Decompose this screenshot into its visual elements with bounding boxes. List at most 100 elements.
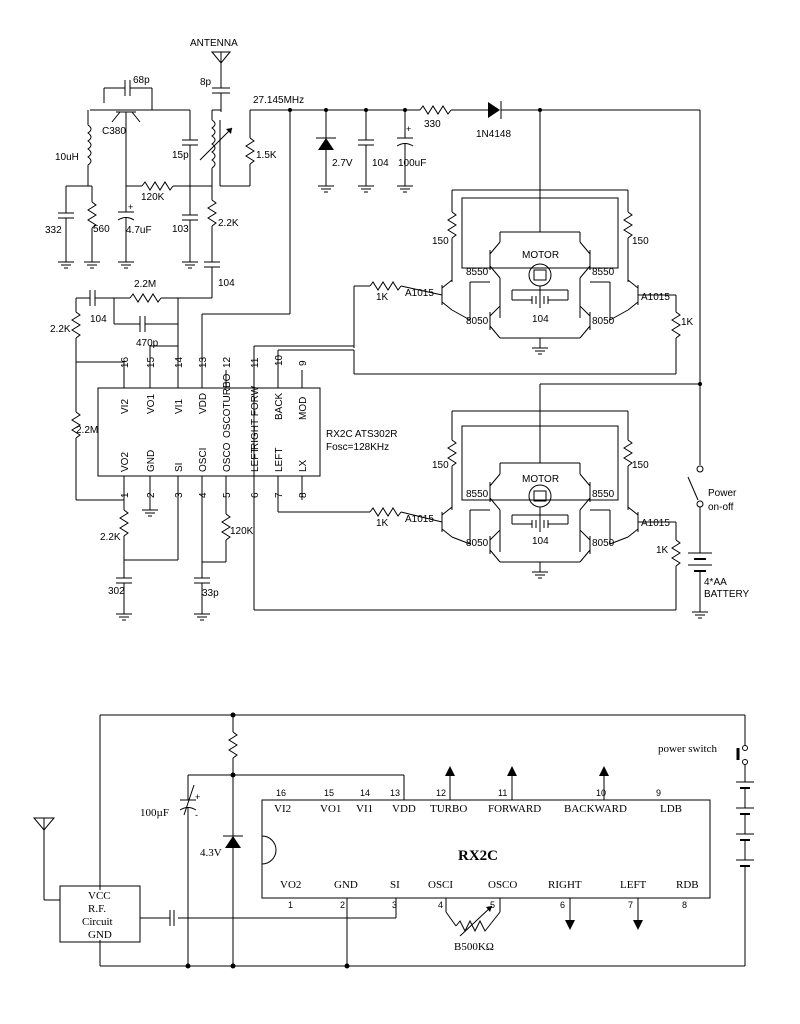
svg-text:VI2: VI2 bbox=[274, 803, 291, 815]
inductor-label: 10uH bbox=[55, 152, 79, 163]
svg-text:RDB: RDB bbox=[676, 879, 699, 891]
svg-text:14: 14 bbox=[174, 356, 185, 368]
bottom-power-switch[interactable]: power switch bbox=[658, 743, 748, 765]
cap-332-label: 332 bbox=[45, 225, 62, 236]
svg-text:TURBO: TURBO bbox=[430, 803, 467, 815]
bridge1-q-tl-label: 8550 bbox=[466, 267, 489, 278]
bridge2-drv-right-label: A1015 bbox=[641, 518, 670, 529]
bridge2-r-right-label: 150 bbox=[632, 460, 649, 471]
cap-33p-label: 33p bbox=[202, 588, 219, 599]
power-switch-label-2: on-off bbox=[708, 502, 734, 513]
ic-bot-pin-3: SI bbox=[174, 463, 185, 472]
ic-bot-pin-8: LX bbox=[298, 459, 309, 472]
transistor-label: C380 bbox=[102, 126, 126, 137]
svg-text:2: 2 bbox=[340, 900, 345, 910]
svg-text:SI: SI bbox=[390, 879, 400, 891]
svg-text:LDB: LDB bbox=[660, 803, 682, 815]
res-2-2k-a-label: 2.2K bbox=[218, 218, 239, 229]
cap-104-b-label: 104 bbox=[90, 314, 107, 325]
svg-text:VDD: VDD bbox=[392, 803, 416, 815]
ic-top-pin-lines bbox=[123, 368, 303, 388]
svg-text:OSCO: OSCO bbox=[488, 879, 517, 891]
ic-top-pin-9: MOD bbox=[298, 397, 309, 420]
bridge2-r-left-label: 150 bbox=[432, 460, 449, 471]
svg-text:VI1: VI1 bbox=[356, 803, 373, 815]
ic-top-pin-numbers: 16 15 14 13 12 11 10 9 bbox=[120, 354, 309, 368]
bridge1-drv-left-label: A1015 bbox=[405, 288, 434, 299]
res-2-2m-b-label: 2.2M bbox=[76, 425, 98, 436]
ic-bot-pin-1: VO2 bbox=[120, 452, 131, 472]
chip-bottom-pin-names: VO2 GND SI OSCI OSCO RIGHT LEFT RDB bbox=[280, 879, 699, 891]
svg-text:13: 13 bbox=[198, 356, 209, 368]
svg-text:+: + bbox=[195, 792, 200, 802]
svg-text:13: 13 bbox=[390, 788, 400, 798]
bridge2-rin-left-label: 1K bbox=[376, 518, 389, 529]
bridge1-rin-right-label: 1K bbox=[681, 317, 694, 328]
svg-text:-: - bbox=[195, 810, 198, 820]
rx2c-chip bbox=[261, 799, 711, 899]
svg-text:RIGHT: RIGHT bbox=[548, 879, 582, 891]
battery-label: 4*AA bbox=[704, 577, 727, 588]
bridge1-motor-label: MOTOR bbox=[522, 250, 559, 261]
output-arrows bbox=[445, 766, 643, 930]
battery: 4*AA BATTERY bbox=[688, 507, 750, 619]
antenna-label: ANTENNA bbox=[190, 38, 238, 49]
res-2-2k-b-label: 2.2K bbox=[50, 324, 71, 335]
ic-bottom-pin-numbers: 1 2 3 4 5 6 7 8 bbox=[120, 492, 309, 498]
bridge2-q-tl-label: 8550 bbox=[466, 489, 489, 500]
cap-15p-label: 15p bbox=[172, 150, 189, 161]
svg-text:16: 16 bbox=[120, 356, 131, 368]
svg-text:11: 11 bbox=[250, 357, 261, 368]
ic-top-pin-12: OSCOTURBO bbox=[222, 373, 233, 438]
svg-text:12: 12 bbox=[222, 356, 233, 368]
svg-text:8: 8 bbox=[298, 492, 309, 498]
res-2-2m-a-label: 2.2M bbox=[134, 279, 156, 290]
bridge1-q-bl-label: 8050 bbox=[466, 316, 489, 327]
svg-text:1: 1 bbox=[288, 900, 293, 910]
svg-text:12: 12 bbox=[436, 788, 446, 798]
h-bridge-2: 150 150 8550 8550 MOTOR bbox=[278, 382, 702, 610]
svg-text:6: 6 bbox=[250, 492, 261, 498]
bridge1-q-br-label: 8050 bbox=[592, 316, 615, 327]
pot-label: B500KΩ bbox=[454, 941, 494, 953]
rf-circuit-block: VCC R.F. Circuit GND bbox=[32, 817, 141, 943]
ic-top-pin-15: VO1 bbox=[146, 394, 157, 414]
svg-text:BACKWARD: BACKWARD bbox=[564, 803, 627, 815]
bridge1-r-right-label: 150 bbox=[632, 236, 649, 247]
ic-top-pin-11: RIGHT FORW bbox=[250, 385, 261, 450]
svg-text:5: 5 bbox=[222, 492, 233, 498]
bottom-power-switch-label: power switch bbox=[658, 743, 717, 755]
bottom-battery bbox=[736, 765, 754, 966]
bottom-schematic: + - 100µF 4.3V RX2C VI2 VO1 VI1 VDD TURB… bbox=[32, 712, 754, 969]
cap-8p-label: 8p bbox=[200, 77, 212, 88]
bridge1-q-tr-label: 8550 bbox=[592, 267, 615, 278]
svg-text:15: 15 bbox=[146, 356, 157, 368]
diode-label: 1N4148 bbox=[476, 129, 511, 140]
svg-text:6: 6 bbox=[560, 900, 565, 910]
svg-text:VO1: VO1 bbox=[320, 803, 341, 815]
power-switch[interactable]: Power on-off bbox=[687, 465, 737, 513]
power-switch-label: Power bbox=[708, 488, 737, 499]
ic-bot-pin-2: GND bbox=[146, 450, 157, 472]
svg-text:OSCI: OSCI bbox=[428, 879, 453, 891]
ic-top-pin-names: VI2 VO1 VI1 VDD OSCOTURBO RIGHT FORW BAC… bbox=[120, 373, 309, 450]
svg-text:14: 14 bbox=[360, 788, 370, 798]
svg-text:10: 10 bbox=[274, 354, 285, 366]
bridge2-q-br-label: 8050 bbox=[592, 538, 615, 549]
freq-label: 27.145MHz bbox=[253, 95, 304, 106]
bridge1-drv-right-label: A1015 bbox=[641, 292, 670, 303]
ic-bottom-pin-names: VO2 GND SI OSCI OSCO LEFT LEFT LX bbox=[120, 442, 309, 472]
chip-label: RX2C bbox=[458, 848, 498, 864]
svg-text:16: 16 bbox=[276, 788, 286, 798]
cap-4-7uf-label: 4.7uF bbox=[126, 225, 152, 236]
svg-text:9: 9 bbox=[298, 360, 309, 366]
res-1-5k-label: 1.5K bbox=[256, 150, 277, 161]
svg-text:15: 15 bbox=[324, 788, 334, 798]
cap-302-label: 302 bbox=[108, 586, 125, 597]
bridge2-q-tr-label: 8550 bbox=[592, 489, 615, 500]
svg-text:4: 4 bbox=[198, 492, 209, 498]
h-bridge-1: 150 150 8550 8550 MOTOR bbox=[353, 110, 694, 374]
svg-text:4: 4 bbox=[438, 900, 443, 910]
ic-bot-pin-7: LEFT bbox=[274, 448, 285, 472]
svg-text:3: 3 bbox=[392, 900, 397, 910]
